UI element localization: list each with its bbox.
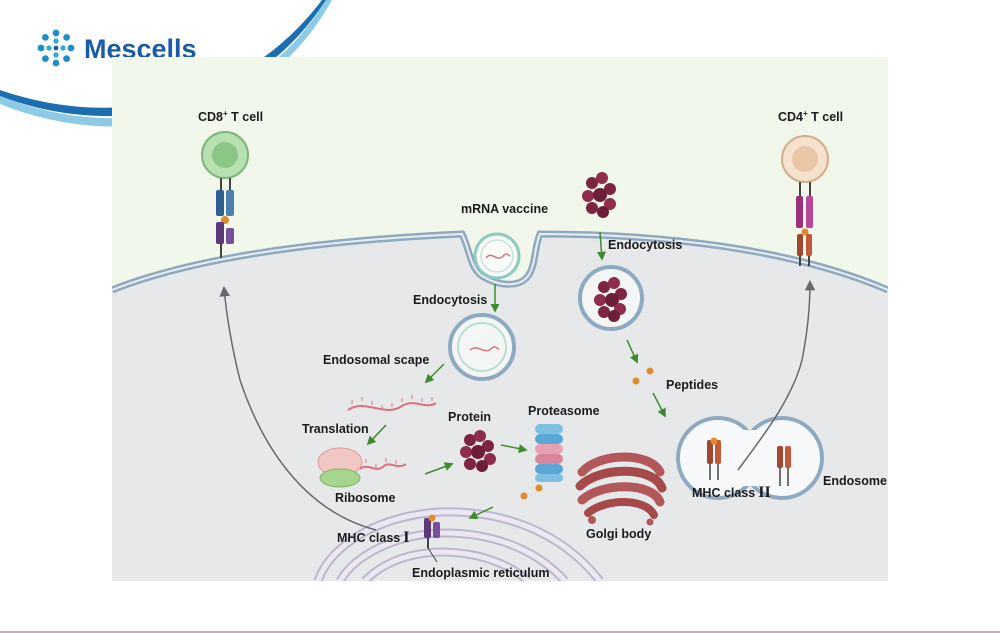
peptides-endosomal: [632, 367, 654, 385]
mrna-vaccine-label: mRNA vaccine: [461, 202, 548, 216]
peptides-cytosolic: [520, 484, 543, 500]
translation-label: Translation: [302, 422, 369, 436]
peptides-label: Peptides: [666, 378, 718, 392]
cd4-t-cell-label: CD4+ T cell: [778, 109, 843, 124]
free-mrna-strand: [347, 395, 437, 411]
endocytosis-left-label: Endocytosis: [413, 293, 487, 307]
mrna-vaccine-particle: [473, 232, 521, 280]
mhc-class-2-molecule-right: [777, 446, 791, 486]
golgi-body: [575, 452, 667, 526]
mhc-class-2-molecule-left: [707, 437, 721, 480]
proteasome-label: Proteasome: [528, 404, 600, 418]
cd8-t-cell-label: CD8+ T cell: [198, 109, 263, 124]
endocytic-vesicle-mrna: [448, 313, 516, 381]
exogenous-protein: [582, 172, 616, 218]
cytoplasm: [112, 234, 888, 581]
mescells-logo: [37, 29, 75, 67]
mhc-2-presentation-arrow: [737, 279, 816, 471]
ribosome-label: Ribosome: [335, 491, 395, 505]
mhc-class-1-molecule: [424, 514, 440, 563]
logo-mark-icon: [37, 29, 75, 67]
endocytosis-right-label: Endocytosis: [608, 238, 682, 252]
header-swoosh: [0, 0, 332, 127]
cd4-t-cell: [781, 135, 829, 266]
proteasome: [535, 424, 563, 482]
protein-cluster: [460, 430, 496, 472]
endoplasmic-reticulum: [313, 507, 604, 581]
endosomal-escape-label: Endosomal scape: [323, 353, 429, 367]
footer-divider: [0, 631, 1000, 633]
golgi-body-label: Golgi body: [586, 527, 651, 541]
mhc-1-presentation-arrow: [219, 285, 377, 531]
protein-label: Protein: [448, 410, 491, 424]
endocytic-vesicle-protein: [578, 265, 644, 331]
cd8-t-cell: [201, 131, 249, 258]
endoplasmic-reticulum-label: Endoplasmic reticulum: [412, 566, 550, 580]
ribosome: [317, 447, 407, 488]
endosome-label: Endosome: [823, 474, 887, 488]
